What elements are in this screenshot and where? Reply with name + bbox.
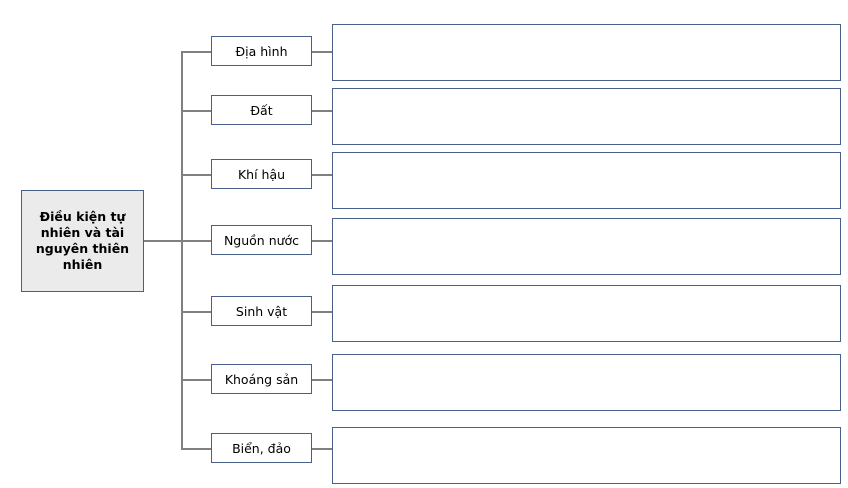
connector-trunk: [181, 51, 183, 449]
connector-root-stub: [144, 240, 182, 242]
branch-answer-box-7[interactable]: [332, 427, 841, 484]
connector-trunk-to-label-1: [181, 51, 211, 53]
connector-label-to-blank-7: [312, 448, 332, 450]
connector-trunk-to-label-2: [181, 110, 211, 112]
connector-label-to-blank-5: [312, 311, 332, 313]
branch-label-7[interactable]: Biển, đảo: [211, 433, 312, 463]
branch-label-3[interactable]: Khí hậu: [211, 159, 312, 189]
connector-trunk-to-label-4: [181, 240, 211, 242]
connector-label-to-blank-2: [312, 110, 332, 112]
branch-answer-box-1[interactable]: [332, 24, 841, 81]
connector-label-to-blank-3: [312, 174, 332, 176]
branch-answer-box-3[interactable]: [332, 152, 841, 209]
branch-label-6[interactable]: Khoáng sản: [211, 364, 312, 394]
connector-trunk-to-label-6: [181, 379, 211, 381]
branch-answer-box-6[interactable]: [332, 354, 841, 411]
connector-trunk-to-label-5: [181, 311, 211, 313]
connector-label-to-blank-4: [312, 240, 332, 242]
branch-answer-box-2[interactable]: [332, 88, 841, 145]
branch-answer-box-5[interactable]: [332, 285, 841, 342]
connector-trunk-to-label-7: [181, 448, 211, 450]
branch-label-2[interactable]: Đất: [211, 95, 312, 125]
connector-label-to-blank-1: [312, 51, 332, 53]
branch-label-5[interactable]: Sinh vật: [211, 296, 312, 326]
root-node[interactable]: Điều kiện tự nhiên và tài nguyên thiên n…: [21, 190, 144, 292]
branch-label-1[interactable]: Địa hình: [211, 36, 312, 66]
branch-label-4[interactable]: Nguồn nước: [211, 225, 312, 255]
connector-label-to-blank-6: [312, 379, 332, 381]
branch-answer-box-4[interactable]: [332, 218, 841, 275]
connector-trunk-to-label-3: [181, 174, 211, 176]
